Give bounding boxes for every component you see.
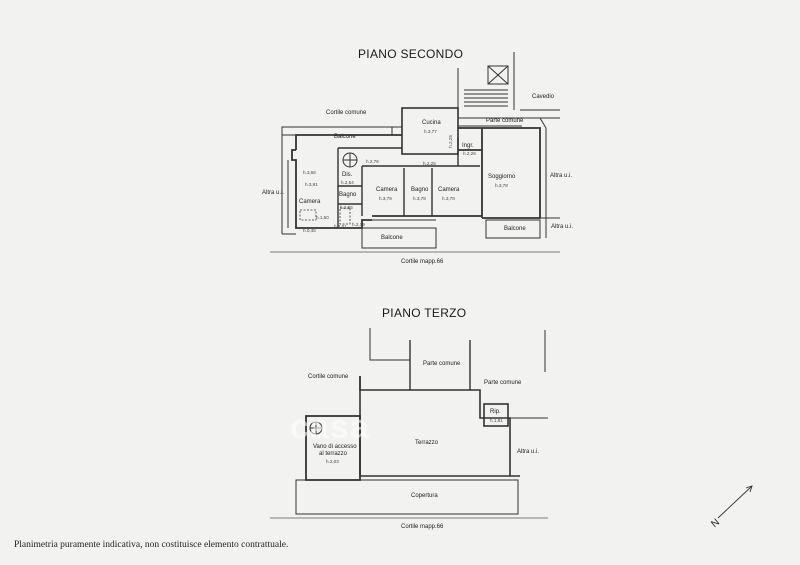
- label-balcone-top: Balcone: [334, 134, 356, 140]
- label-parte-comune: Parte comune: [486, 118, 524, 124]
- label-h150: h.1,50: [316, 215, 329, 220]
- label-ingr-height: h.2,26: [463, 151, 476, 156]
- label-soggiorno: Soggiorno: [488, 174, 516, 180]
- label-rip-height: h.1,81: [490, 418, 503, 423]
- label-h219: h.2,19: [352, 222, 365, 227]
- floor3-title: PIANO TERZO: [382, 306, 467, 320]
- label-camera-left: Camera: [299, 199, 321, 205]
- label-cortile-comune-3: Cortile comune: [308, 374, 349, 380]
- label-dis-height: h.2,54: [341, 180, 354, 185]
- label-altra-ui-right2: Altra u.i.: [551, 224, 574, 230]
- label-cucina: Cucina: [422, 120, 441, 126]
- rip-room: [483, 403, 509, 427]
- label-bagno-small: Bagno: [339, 192, 357, 198]
- disclaimer-footer: Planimetria puramente indicativa, non co…: [14, 540, 289, 550]
- label-parte-comune-top: Parte comune: [423, 361, 461, 367]
- label-rip: Rip.: [490, 409, 501, 415]
- spiral-stair-symbol: [342, 152, 358, 168]
- label-terrazzo: Terrazzo: [415, 440, 439, 446]
- north-arrow-icon: [717, 485, 753, 519]
- apartment-outline: [291, 127, 541, 229]
- label-soggiorno-height: h.3,78: [495, 183, 508, 188]
- kitchen-walls: [401, 107, 522, 155]
- watermark: casa: [290, 408, 370, 446]
- label-h225: h.2,25: [423, 161, 436, 166]
- label-h366: h.3,66: [303, 170, 316, 175]
- interior-walls: [337, 138, 480, 228]
- label-parte-comune-right: Parte comune: [484, 380, 522, 386]
- floor2-title: PIANO SECONDO: [358, 47, 464, 61]
- left-boundary: [281, 127, 296, 235]
- label-cucina-height: h.3,77: [424, 129, 437, 134]
- label-altra-ui-3: Altra u.i.: [517, 449, 540, 455]
- label-vano-line1: Vano di accesso: [313, 444, 357, 450]
- label-bagno-mid-height: h.3,78: [413, 196, 426, 201]
- label-h255: h.2,55: [340, 205, 353, 210]
- label-bagno-mid: Bagno: [411, 187, 429, 193]
- label-cortile-mapp-2: Cortile mapp.66: [401, 259, 444, 265]
- label-camera-right-height: h.3,78: [442, 196, 455, 201]
- label-vano-line2: al terrazzo: [319, 451, 348, 457]
- dashed-fixtures: [299, 207, 351, 225]
- right-balcony: [485, 117, 560, 239]
- label-cortile-mapp-3: Cortile mapp.66: [401, 524, 444, 530]
- label-h391: h.3,91: [305, 182, 318, 187]
- label-balcone-bottom: Balcone: [381, 235, 403, 241]
- stair-block: [457, 52, 560, 119]
- label-camera-mid-height: h.3,79: [379, 196, 392, 201]
- label-camera-right: Camera: [438, 187, 460, 193]
- label-h046: h.0,46: [303, 228, 316, 233]
- label-cavedio: Cavedio: [532, 94, 555, 100]
- label-h225b: h.2,25: [447, 135, 453, 148]
- copertura-outline: [295, 479, 519, 515]
- label-dis: Dis.: [342, 172, 353, 178]
- label-ingr: Ingr.: [462, 143, 474, 149]
- label-camera-mid: Camera: [376, 187, 398, 193]
- label-cortile-comune: Cortile comune: [326, 110, 367, 116]
- label-altra-ui-left: Altra u.i.: [262, 190, 285, 196]
- label-copertura: Copertura: [411, 493, 438, 499]
- label-h201: h.2,01: [334, 224, 347, 229]
- label-h276: h.2,76: [366, 159, 379, 164]
- label-balcone-right: Balcone: [504, 226, 526, 232]
- bottom-balcony: [361, 219, 437, 249]
- label-altra-ui-right: Altra u.i.: [550, 173, 573, 179]
- label-vano-height: h.2,03: [326, 459, 339, 464]
